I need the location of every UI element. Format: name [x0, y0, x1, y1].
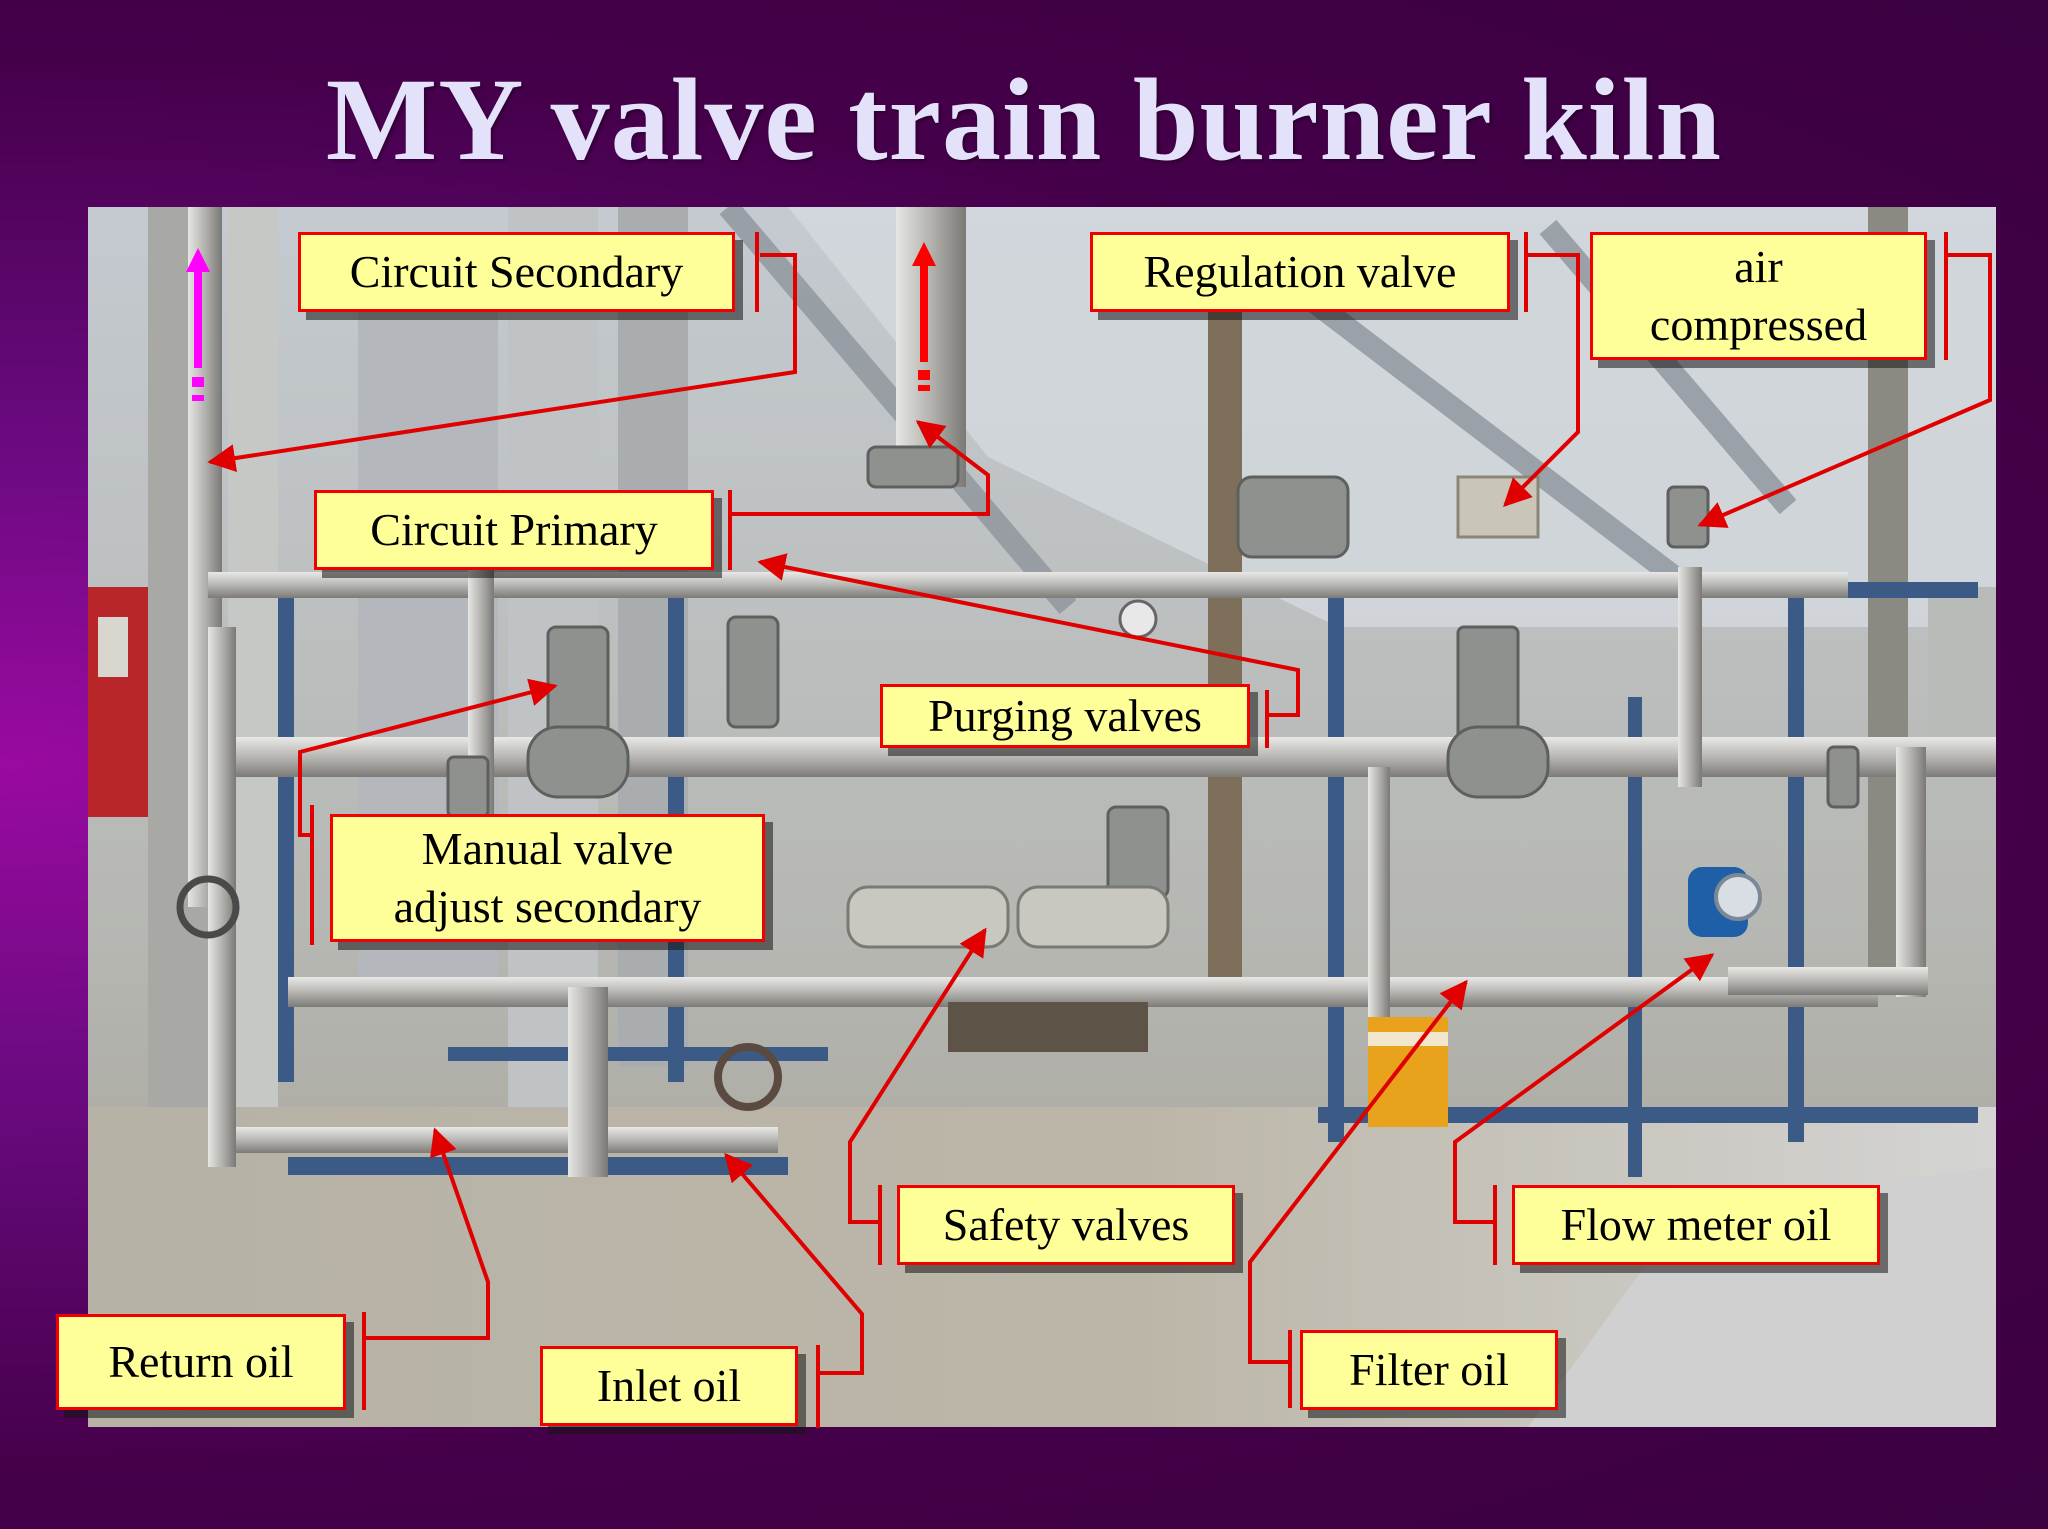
label-circuit-primary: Circuit Primary	[314, 490, 714, 570]
label-air-compressed: air compressed	[1590, 232, 1927, 360]
label-safety-valves: Safety valves	[897, 1185, 1235, 1265]
label-circuit-secondary: Circuit Secondary	[298, 232, 735, 312]
circuit-primary-text: Circuit Primary	[370, 504, 658, 555]
inlet-oil-text: Inlet oil	[596, 1360, 742, 1411]
slide-title: MY valve train burner kiln	[325, 54, 1723, 185]
label-return-oil: Return oil	[56, 1314, 346, 1410]
label-flow-meter-oil: Flow meter oil	[1512, 1185, 1880, 1265]
return-oil-text: Return oil	[108, 1336, 294, 1387]
circuit-secondary-text: Circuit Secondary	[349, 246, 684, 297]
regulation-valve-text: Regulation valve	[1143, 246, 1457, 297]
label-filter-oil: Filter oil	[1300, 1330, 1558, 1410]
air-compressed-line1: air	[1734, 241, 1783, 292]
label-manual-valve-adjust-secondary: Manual valve adjust secondary	[330, 814, 765, 942]
label-purging-valves: Purging valves	[880, 684, 1250, 748]
filter-oil-text: Filter oil	[1349, 1344, 1509, 1395]
label-regulation-valve: Regulation valve	[1090, 232, 1510, 312]
manual-valve-line2: adjust secondary	[393, 881, 702, 932]
air-compressed-line2: compressed	[1649, 299, 1868, 350]
label-inlet-oil: Inlet oil	[540, 1346, 798, 1426]
manual-valve-line1: Manual valve	[421, 823, 674, 874]
safety-valves-text: Safety valves	[942, 1199, 1190, 1250]
flow-meter-oil-text: Flow meter oil	[1560, 1199, 1832, 1250]
purging-valves-text: Purging valves	[928, 690, 1202, 741]
